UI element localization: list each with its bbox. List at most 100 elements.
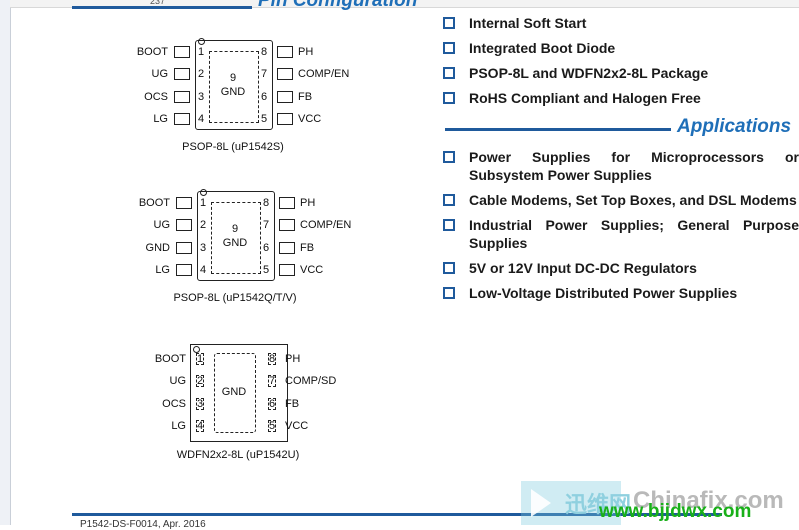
pin-number: 3 (200, 242, 207, 254)
exposed-pad (209, 51, 259, 123)
pin-number: 8 (261, 46, 268, 58)
pin-name: VCC (298, 113, 322, 125)
square-bullet-icon (443, 67, 455, 79)
pin-number: 4 (198, 113, 205, 125)
application-text-line1: Industrial Power Supplies; General Purpo… (469, 217, 799, 233)
pin-lead (196, 420, 204, 432)
feature-text: RoHS Compliant and Halogen Free (469, 90, 701, 106)
pin-number: 1 (197, 353, 204, 365)
pin-config-title: Pin Configuration (258, 0, 418, 11)
square-bullet-icon (443, 194, 455, 206)
pin-name: UG (151, 68, 169, 80)
application-text-line1: Power Supplies for Microprocessors or (469, 149, 799, 165)
watermark-cn: 迅维网 (565, 492, 632, 517)
pin-lead (279, 219, 295, 231)
pin-number: 7 (269, 375, 276, 387)
pin-lead (268, 398, 276, 410)
pin-number: 7 (263, 219, 270, 231)
pin-name: OCS (144, 91, 168, 103)
pin-number: 6 (269, 398, 276, 410)
applications-rule (445, 128, 671, 131)
pin-number: 2 (197, 375, 204, 387)
package-caption: PSOP-8L (uP1542S) (182, 141, 284, 153)
watermark-url: www.bjjdwx.com (599, 501, 752, 522)
pin-number: 8 (269, 353, 276, 365)
pin-lead (268, 420, 276, 432)
package-body (197, 191, 275, 281)
pin-number: 4 (200, 264, 207, 276)
pin1-marker-dot (198, 38, 205, 45)
pin-name: VCC (285, 420, 309, 432)
pin-lead (196, 353, 204, 365)
pin-name: BOOT (136, 46, 168, 58)
pin-lead (279, 264, 295, 276)
viewer-left-edge (0, 0, 11, 525)
pin-name: LG (153, 113, 168, 125)
pin-name: COMP/EN (298, 68, 350, 80)
pin-name: FB (300, 242, 315, 254)
pin-lead (277, 91, 293, 103)
pin-number: 1 (198, 46, 205, 58)
applications-title: Applications (677, 116, 792, 137)
pin-lead (174, 113, 190, 125)
pin-lead (279, 197, 295, 209)
pin-name: BOOT (154, 353, 186, 365)
pin-name: OCS (162, 398, 186, 410)
pin-number: 2 (200, 219, 207, 231)
pin-number: 5 (269, 420, 276, 432)
pad-label: GND (221, 386, 247, 398)
application-text-line1: Cable Modems, Set Top Boxes, and DSL Mod… (469, 192, 797, 208)
pin-lead (174, 91, 190, 103)
application-text-line2: Supplies (469, 235, 528, 251)
pad-label: GND (222, 237, 248, 249)
square-bullet-icon (443, 151, 455, 163)
pin-number: 6 (261, 91, 268, 103)
feature-text: Integrated Boot Diode (469, 40, 616, 56)
square-bullet-icon (443, 287, 455, 299)
pin-lead (277, 113, 293, 125)
pin-number: 3 (198, 91, 205, 103)
pin-number: 8 (263, 197, 270, 209)
exposed-pad (211, 202, 261, 274)
pin-config-rule (72, 6, 252, 9)
pin-name: COMP/EN (300, 219, 352, 231)
pin-lead (277, 68, 293, 80)
zoom-level[interactable]: 237 (150, 0, 166, 6)
square-bullet-icon (443, 42, 455, 54)
pin-name: BOOT (138, 197, 170, 209)
pin-lead (268, 375, 276, 387)
application-text-line2: Subsystem Power Supplies (469, 167, 652, 183)
package-body (195, 40, 273, 130)
pin-name: UG (153, 219, 171, 231)
feature-text: Internal Soft Start (469, 15, 587, 31)
pin1-marker-dot (193, 346, 200, 353)
watermark-brand: Chinafix.com (633, 487, 784, 514)
application-text-line1: 5V or 12V Input DC-DC Regulators (469, 260, 697, 276)
pin-lead (174, 46, 190, 58)
pin-lead (174, 68, 190, 80)
pin-number: 5 (261, 113, 268, 125)
pin-number: 2 (198, 68, 205, 80)
application-text-line1: Low-Voltage Distributed Power Supplies (469, 285, 738, 301)
pin-name: LG (155, 264, 170, 276)
pin-name: FB (298, 91, 313, 103)
pin-name: FB (285, 398, 300, 410)
package-caption: WDFN2x2-8L (uP1542U) (176, 449, 300, 461)
watermark-arrow-icon (531, 489, 551, 517)
pin-lead (268, 353, 276, 365)
pin-name: UG (169, 375, 187, 387)
pin-name: COMP/SD (285, 375, 337, 387)
pin-lead (196, 375, 204, 387)
square-bullet-icon (443, 92, 455, 104)
square-bullet-icon (443, 17, 455, 29)
square-bullet-icon (443, 262, 455, 274)
pin-name: PH (285, 353, 301, 365)
pin1-marker-dot (200, 189, 207, 196)
pin-name: PH (298, 46, 314, 58)
pin-number: 1 (200, 197, 207, 209)
watermark: 迅维网 Chinafix.com www.bjjdwx.com (521, 481, 799, 525)
pin-name: LG (171, 420, 186, 432)
pin-lead (176, 242, 192, 254)
footer-rule (72, 513, 722, 516)
pin-lead (279, 242, 295, 254)
